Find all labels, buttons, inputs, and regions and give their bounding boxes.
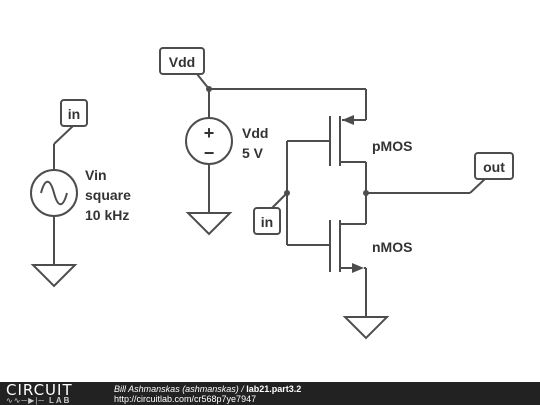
svg-text:Vdd: Vdd [169, 54, 195, 70]
logo-lab: LAB [48, 396, 72, 405]
vdd-flag[interactable]: Vdd [159, 47, 205, 75]
svg-text:out: out [483, 159, 505, 175]
flag-in-source[interactable]: in [60, 99, 88, 127]
vin-source[interactable] [30, 125, 78, 288]
circuit-url[interactable]: http://circuitlab.com/cr568p7ye7947 [114, 394, 257, 404]
vin-name: Vin [85, 167, 107, 183]
vdd-source[interactable]: + − [185, 73, 366, 236]
nmos-label: nMOS [372, 239, 412, 255]
pmos-label: pMOS [372, 138, 412, 154]
footer-bar: CIRCUIT ∿∿─▶|─LAB Bill Ashmanskas (ashma… [0, 382, 540, 405]
flag-in-gate[interactable]: in [253, 207, 281, 235]
vdd-name: Vdd [242, 125, 268, 141]
svg-text:in: in [68, 106, 80, 122]
author-credit: Bill Ashmanskas (ashmanskas) / lab21.par… [114, 384, 301, 394]
circuitlab-logo[interactable]: CIRCUIT ∿∿─▶|─LAB [6, 381, 106, 405]
logo-wordmark: CIRCUIT [6, 381, 73, 399]
schematic-canvas: in Vin square 10 kHz Vdd + − Vdd 5 V pMO… [30, 47, 514, 340]
logo-resistor-icon: ∿∿─▶|─ [6, 396, 45, 405]
pmos-transistor[interactable] [329, 89, 367, 193]
output-node [363, 177, 487, 196]
vin-frequency: 10 kHz [85, 207, 129, 223]
svg-text:in: in [261, 214, 273, 230]
credit-separator: / [238, 384, 247, 394]
flag-out[interactable]: out [474, 152, 514, 180]
gate-wiring [271, 140, 330, 246]
nmos-transistor[interactable] [329, 193, 390, 340]
vin-waveform: square [85, 187, 131, 203]
author-name[interactable]: Bill Ashmanskas (ashmanskas) [114, 384, 239, 394]
logo-subline: ∿∿─▶|─LAB [6, 397, 71, 405]
vdd-plus-sign: + [204, 123, 215, 143]
circuit-name[interactable]: lab21.part3.2 [246, 384, 302, 394]
vdd-minus-sign: − [204, 143, 215, 163]
vdd-value: 5 V [242, 145, 264, 161]
